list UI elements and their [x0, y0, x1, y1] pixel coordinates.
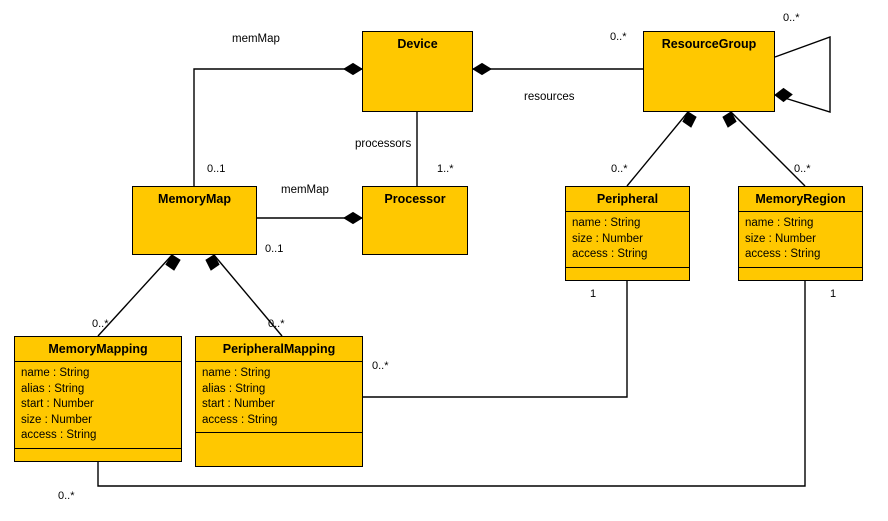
attribute-row: name : String	[745, 217, 814, 229]
diamond-processor-left	[343, 211, 363, 225]
edge-peripheral-peripheralmapping	[363, 281, 628, 398]
multiplicity-processor-top: 1..*	[437, 163, 454, 175]
multiplicity-peripheralmapping-right: 0..*	[372, 360, 389, 372]
class-title: MemoryRegion	[755, 192, 846, 206]
edge-label-memmap-device: memMap	[232, 33, 280, 45]
edge-label-memmap-processor: memMap	[281, 184, 329, 196]
attribute-row: size : Number	[21, 413, 92, 426]
attribute-row: name : String	[572, 217, 641, 229]
attribute-row: name : String	[202, 367, 271, 379]
edge-resourcegroup-self	[774, 36, 831, 113]
attribute-row: start : Number	[21, 398, 94, 410]
attribute-row: access : String	[745, 248, 821, 260]
multiplicity-resourcegroup-self: 0..*	[783, 12, 800, 24]
diamond-device-left	[343, 62, 363, 76]
class-operations	[196, 432, 362, 463]
class-peripheral[interactable]: Peripheral name : String size : Number a…	[565, 186, 690, 281]
class-operations	[739, 266, 862, 281]
edge-memoryregion-memorymapping	[97, 281, 806, 487]
class-attributes: name : String size : Number access : Str…	[739, 211, 862, 267]
class-resourcegroup[interactable]: ResourceGroup	[643, 31, 775, 112]
attribute-row: size : Number	[572, 232, 643, 245]
edge-label-processors: processors	[355, 138, 412, 150]
attribute-row: start : Number	[202, 398, 275, 410]
multiplicity-peripheral-bottom: 1	[590, 288, 597, 300]
class-attributes: name : String alias : String start : Num…	[15, 361, 181, 448]
class-title: PeripheralMapping	[222, 342, 336, 356]
multiplicity-peripheralmapping-top: 0..*	[268, 318, 285, 330]
attribute-row: alias : String	[21, 382, 85, 395]
class-title: MemoryMap	[158, 192, 231, 206]
diamond-resourcegroup-memoryregion	[722, 111, 737, 128]
class-title: ResourceGroup	[661, 37, 757, 51]
class-title: Device	[397, 37, 438, 51]
attribute-row: access : String	[202, 413, 278, 426]
class-processor[interactable]: Processor	[362, 186, 468, 255]
class-title: Peripheral	[596, 192, 659, 206]
attribute-row: alias : String	[202, 382, 266, 395]
multiplicity-peripheral-top: 0..*	[611, 163, 628, 175]
diamond-resourcegroup-peripheral	[682, 111, 697, 128]
attribute-row: access : String	[21, 429, 97, 441]
attribute-row: name : String	[21, 367, 90, 379]
diamond-resourcegroup-self	[774, 87, 793, 103]
class-attributes: name : String alias : String start : Num…	[196, 361, 362, 432]
class-title: Processor	[384, 192, 446, 206]
multiplicity-memorymapping-bottom: 0..*	[58, 490, 75, 502]
class-memorymapping[interactable]: MemoryMapping name : String alias : Stri…	[14, 336, 182, 462]
class-peripheralmapping[interactable]: PeripheralMapping name : String alias : …	[195, 336, 363, 467]
class-operations	[15, 447, 181, 462]
multiplicity-memoryregion-bottom: 1	[830, 288, 837, 300]
class-memoryregion[interactable]: MemoryRegion name : String size : Number…	[738, 186, 863, 281]
multiplicity-memorymapping-top: 0..*	[92, 318, 109, 330]
multiplicity-memorymap-bottom-right: 0..1	[265, 243, 284, 255]
attribute-row: size : Number	[745, 232, 816, 245]
edge-memorymap-memorymapping	[97, 254, 173, 337]
class-title: MemoryMapping	[48, 342, 148, 356]
multiplicity-resourcegroup-device: 0..*	[610, 31, 627, 43]
diamond-memorymap-right	[205, 254, 220, 271]
class-operations	[566, 266, 689, 281]
edge-label-resources: resources	[524, 91, 575, 103]
multiplicity-memorymap-top: 0..1	[207, 163, 226, 175]
class-memorymap[interactable]: MemoryMap	[132, 186, 257, 255]
edge-resourcegroup-memoryregion	[730, 111, 806, 187]
diamond-device-right	[472, 62, 492, 76]
multiplicity-memoryregion-top: 0..*	[794, 163, 811, 175]
edge-memorymap-peripheralmapping	[213, 254, 283, 337]
diamond-memorymap-left	[165, 254, 181, 271]
edge-device-memorymap	[193, 68, 362, 186]
class-attributes: name : String size : Number access : Str…	[566, 211, 689, 267]
edge-resourcegroup-peripheral	[626, 111, 689, 187]
attribute-row: access : String	[572, 248, 648, 260]
class-device[interactable]: Device	[362, 31, 473, 112]
